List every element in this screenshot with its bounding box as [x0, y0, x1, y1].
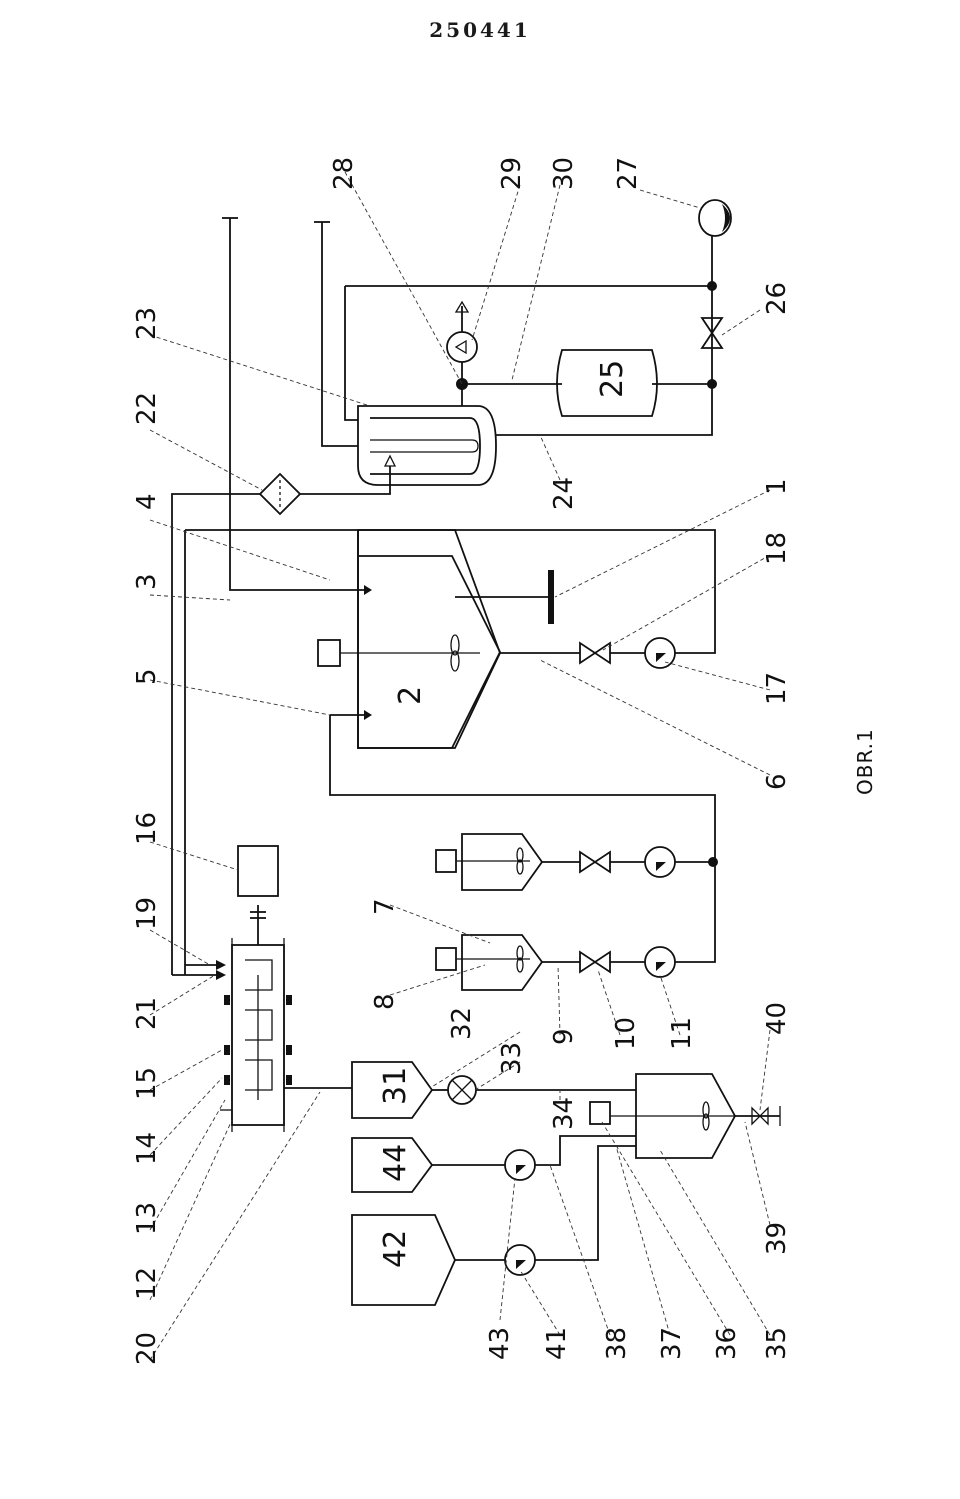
- hopper-44-label: 44: [378, 1144, 413, 1182]
- label-8: 8: [370, 993, 400, 1010]
- label-18: 18: [762, 532, 792, 565]
- hopper-44: 44: [351, 1137, 434, 1193]
- document-number: 250441: [429, 18, 531, 42]
- valve-10b: [579, 850, 611, 874]
- label-13: 13: [132, 1202, 162, 1235]
- line-to-exchanger: [321, 222, 358, 447]
- pump-11: [644, 946, 676, 978]
- hopper-42-label: 42: [378, 1230, 413, 1268]
- pump-41: [504, 1244, 536, 1276]
- label-17: 17: [762, 672, 792, 705]
- rotary-valve-33: [447, 1075, 477, 1105]
- label-26: 26: [762, 282, 792, 315]
- figure-label: OBR.1: [853, 728, 877, 795]
- label-5: 5: [132, 668, 162, 685]
- label-21: 21: [132, 997, 162, 1030]
- label-41: 41: [542, 1327, 572, 1360]
- label-15: 15: [132, 1067, 162, 1100]
- element-27: [698, 199, 732, 237]
- tank-2-label: 2: [393, 686, 428, 705]
- tank-2-agitator: [317, 634, 480, 672]
- mixer-7b: [435, 833, 544, 891]
- recycle-line-to-19: [185, 529, 716, 654]
- label-40: 40: [762, 1002, 792, 1035]
- label-37: 37: [657, 1327, 687, 1360]
- feed-line-3: [229, 218, 370, 591]
- valve-26: [700, 317, 724, 349]
- mixer-7a: [435, 934, 544, 991]
- hopper-31-label: 31: [378, 1067, 413, 1105]
- vessel-35: [606, 1073, 737, 1159]
- loop-line-top: [344, 286, 358, 421]
- valve-18: [579, 641, 611, 665]
- filter-22: [258, 472, 302, 516]
- leader-lines: [149, 171, 771, 1361]
- label-38: 38: [602, 1327, 632, 1360]
- label-30: 30: [549, 157, 579, 190]
- label-3: 3: [132, 573, 162, 590]
- label-9: 9: [549, 1028, 579, 1045]
- valve-10: [579, 950, 611, 974]
- hopper-31: 31: [351, 1061, 434, 1119]
- label-39: 39: [762, 1222, 792, 1255]
- pump-17: [644, 637, 676, 669]
- label-19: 19: [132, 897, 162, 930]
- pump-43: [504, 1149, 536, 1181]
- label-10: 10: [611, 1017, 641, 1050]
- label-27: 27: [613, 157, 643, 190]
- label-32: 32: [447, 1007, 477, 1040]
- tank-25-label: 25: [595, 360, 630, 398]
- label-22: 22: [132, 392, 162, 425]
- label-35: 35: [762, 1327, 792, 1360]
- heat-exchanger-23: [357, 405, 497, 486]
- drive-16: [237, 845, 279, 945]
- motor-36: [589, 1101, 611, 1125]
- component-labels: 23 22 4 3 5 16 19 21 15 14 13 12 20 28 2…: [132, 157, 792, 1365]
- label-1: 1: [762, 478, 792, 495]
- label-11: 11: [667, 1017, 697, 1050]
- return-line-5: [329, 715, 716, 862]
- label-43: 43: [485, 1327, 515, 1360]
- label-34: 34: [549, 1097, 579, 1130]
- valve-40: [751, 1106, 769, 1126]
- label-28: 28: [329, 157, 359, 190]
- mixing-tank-2: 2: [357, 529, 502, 749]
- pump-29: [446, 331, 478, 363]
- label-16: 16: [132, 812, 162, 845]
- tank-2-support-1: [455, 570, 554, 624]
- hopper-42: 42: [351, 1214, 456, 1306]
- line-4: [171, 493, 260, 975]
- line-24: [496, 286, 713, 436]
- pump-11b: [644, 846, 676, 878]
- label-23: 23: [132, 307, 162, 340]
- line-pump-11: [675, 862, 716, 963]
- label-6: 6: [762, 773, 792, 790]
- label-33: 33: [497, 1042, 527, 1075]
- line-filter-to-exchanger: [300, 466, 391, 495]
- label-7: 7: [370, 898, 400, 915]
- line-38: [535, 1135, 636, 1166]
- line-37: [535, 1145, 636, 1261]
- extruder-12: [220, 938, 292, 1132]
- label-4: 4: [132, 493, 162, 510]
- label-24: 24: [549, 477, 579, 510]
- label-36: 36: [712, 1327, 742, 1360]
- label-14: 14: [132, 1132, 162, 1165]
- label-29: 29: [497, 157, 527, 190]
- tank-25: 25: [556, 349, 658, 417]
- label-12: 12: [132, 1267, 162, 1300]
- label-20: 20: [132, 1332, 162, 1365]
